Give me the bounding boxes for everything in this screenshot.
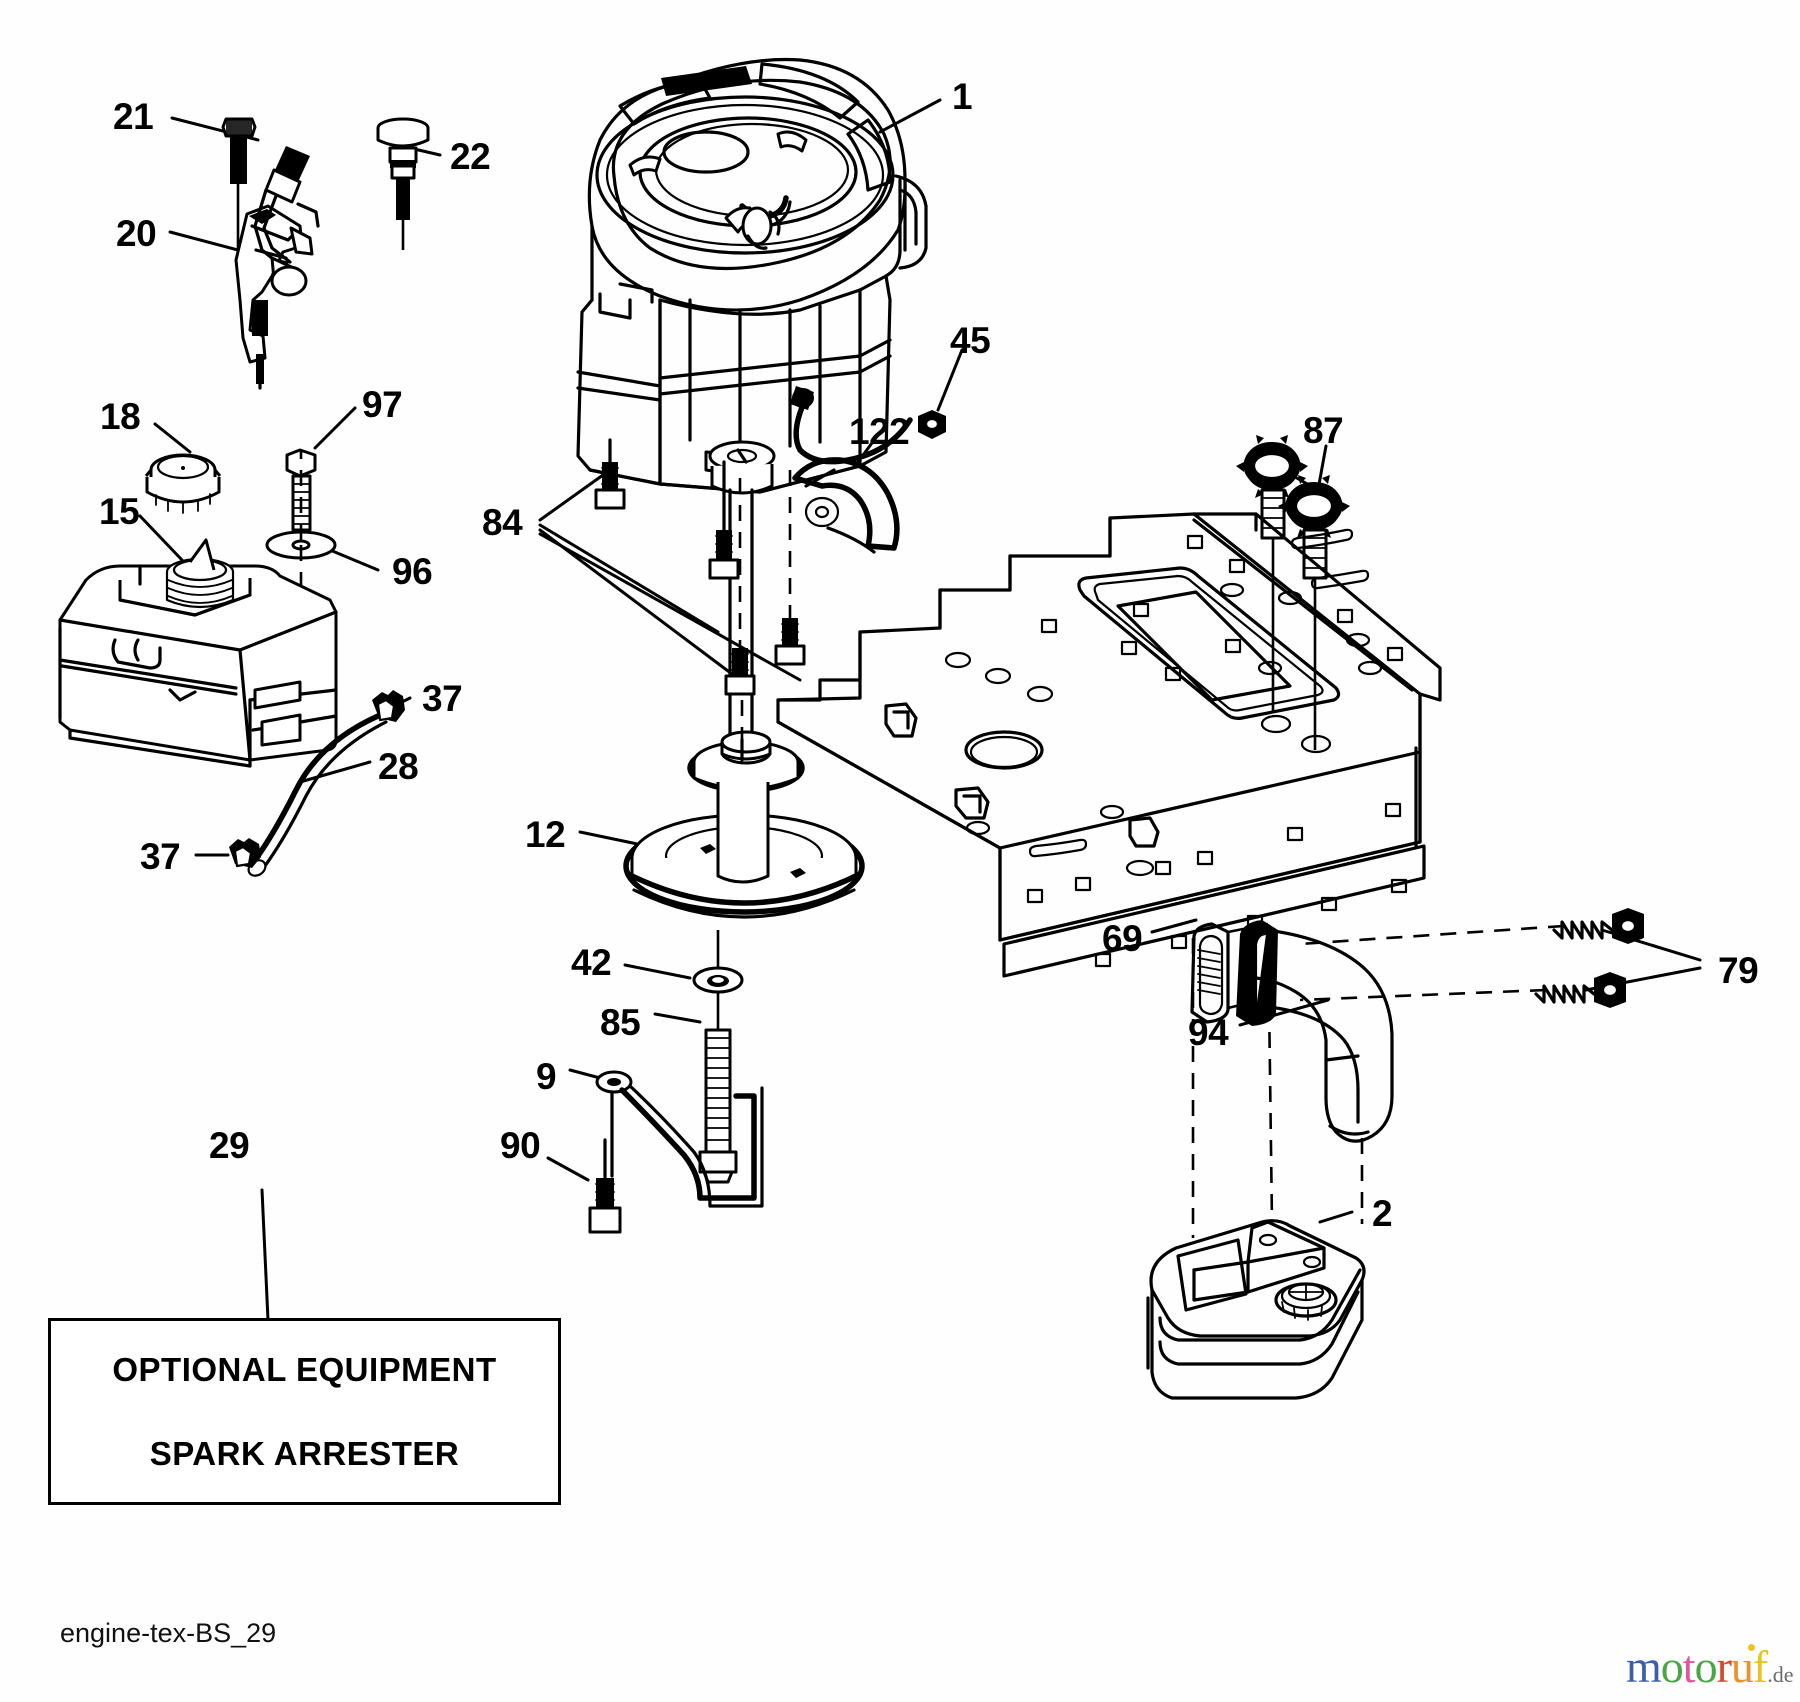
part-2-muffler xyxy=(1146,1210,1366,1400)
callout-22: 22 xyxy=(450,136,491,177)
watermark-letter-5: u xyxy=(1730,1641,1754,1692)
watermark-letter-1: o xyxy=(1660,1641,1684,1692)
part-90-bolt xyxy=(546,1138,622,1234)
callout-45: 45 xyxy=(950,320,991,361)
callout-9: 9 xyxy=(536,1056,557,1097)
callout-122: 122 xyxy=(849,411,910,452)
watermark-letter-2: t xyxy=(1682,1641,1696,1692)
part-15-fuel-tank xyxy=(58,514,338,768)
optional-equipment-box: OPTIONAL EQUIPMENT SPARK ARRESTER xyxy=(48,1318,561,1505)
optional-equipment-line-2: SPARK ARRESTER xyxy=(149,1434,460,1472)
callout-2: 2 xyxy=(1372,1193,1393,1234)
part-84-bolts xyxy=(538,438,806,696)
callout-94: 94 xyxy=(1188,1012,1229,1053)
callout-15: 15 xyxy=(99,491,140,532)
part-9-bracket-rod xyxy=(568,1068,764,1208)
part-45-nut-leader xyxy=(936,348,964,412)
callout-1: 1 xyxy=(952,76,973,117)
callout-97: 97 xyxy=(362,384,403,425)
part-85-screw xyxy=(653,1012,738,1184)
part-122-guard xyxy=(792,430,900,554)
part-22-choke-knob xyxy=(376,117,442,250)
part-1-engine xyxy=(576,57,946,742)
part-12-pulley xyxy=(578,700,865,919)
callout-69: 69 xyxy=(1102,918,1143,959)
part-42-washer xyxy=(623,930,744,1030)
part-37-upper-clamp xyxy=(372,690,412,722)
watermark-suffix: .de xyxy=(1767,1662,1794,1687)
watermark-letter-0: m xyxy=(1626,1641,1662,1692)
callout-12: 12 xyxy=(525,814,566,855)
callout-29: 29 xyxy=(209,1125,250,1166)
callout-18: 18 xyxy=(100,396,141,437)
callout-42: 42 xyxy=(571,942,612,983)
watermark-letter-4: r xyxy=(1716,1641,1732,1692)
watermark-letter-3: o xyxy=(1694,1641,1718,1692)
diagram-file-code: engine-tex-BS_29 xyxy=(60,1618,277,1648)
part-37-lower-clamp xyxy=(194,838,261,868)
callout-37-upper: 37 xyxy=(422,678,463,719)
part-94-exhaust-pipe xyxy=(1191,920,1394,1238)
watermark-dot xyxy=(1748,1644,1755,1651)
callout-84: 84 xyxy=(482,502,523,543)
part-87-knob-bolts xyxy=(1236,435,1350,750)
callout-20: 20 xyxy=(116,213,157,254)
callout-90: 90 xyxy=(500,1125,541,1166)
part-18-fuel-cap xyxy=(144,422,222,514)
callout-79: 79 xyxy=(1718,950,1759,991)
callout-96: 96 xyxy=(392,551,433,592)
callout-37-lower: 37 xyxy=(140,836,181,877)
part-21-20-throttle-control xyxy=(168,116,320,390)
motoruf-watermark: motoruf.de xyxy=(1626,1640,1793,1693)
part-79-spring-bolts xyxy=(1299,908,1702,1008)
watermark-letter-6: f xyxy=(1752,1641,1768,1692)
callout-87: 87 xyxy=(1303,410,1344,451)
optional-equipment-line-1: OPTIONAL EQUIPMENT xyxy=(112,1350,497,1388)
callout-85: 85 xyxy=(600,1002,641,1043)
callout-21: 21 xyxy=(113,96,154,137)
chassis-frame-plate xyxy=(776,512,1442,978)
callout-28: 28 xyxy=(378,746,419,787)
